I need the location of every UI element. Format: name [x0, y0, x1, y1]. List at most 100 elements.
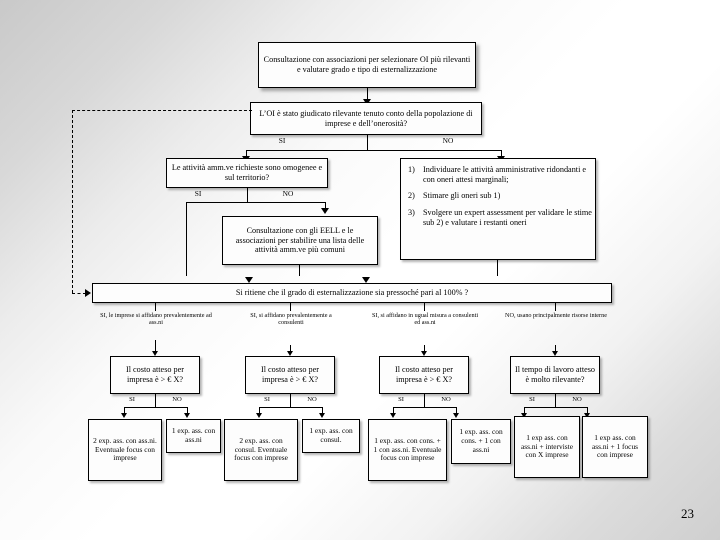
list-item-text: Individuare le attività amministrative r… — [423, 165, 587, 184]
split-left-costo-3 — [393, 407, 394, 415]
split-stem-costo-2 — [290, 394, 291, 407]
arrow-costo-1-si — [121, 413, 127, 418]
split-right-costo-2 — [322, 407, 323, 415]
node-outcome-4: 1 exp. ass. con consul. — [302, 419, 360, 453]
node-outcome-8-text: 1 exp ass. con ass.ni + 1 focus con impr… — [591, 432, 639, 460]
split-stem-oi — [367, 135, 368, 150]
branch-label-3: SI, si affidano in ugual misura a consul… — [371, 312, 479, 327]
split-stem-attivita — [247, 188, 248, 202]
arrow-costo-3-si — [390, 413, 396, 418]
arrow-branch-3 — [421, 351, 427, 356]
node-outcome-5-text: 1 exp. ass. con cons. + 1 con ass.ni. Ev… — [373, 435, 442, 463]
node-outcome-8: 1 exp ass. con ass.ni + 1 focus con impr… — [582, 416, 648, 478]
arrow-branch-1 — [152, 351, 158, 356]
node-attivita-omogenee-text: Le attività amm.ve richieste sono omogen… — [171, 163, 323, 182]
node-outcome-1-text: 2 exp. ass. con ass.ni. Eventuale focus … — [93, 435, 157, 463]
branch-label-1: SI, le imprese si affidano prevalentemen… — [100, 312, 212, 327]
node-outcome-3-text: 2 exp. ass. con consul. Eventuale focus … — [234, 435, 288, 463]
label-costo-2-si: SI — [264, 396, 270, 403]
arrow-dashed-loop — [85, 289, 91, 297]
branch-label-2: SI, si affidano prevalentemente a consul… — [250, 312, 332, 327]
node-consultazione-eell: Consultazione con gli EELL e le associaz… — [222, 216, 378, 265]
label-oi-si: SI — [278, 136, 286, 145]
node-outcome-6-text: 1 exp. ass. con cons. + 1 con ass.ni — [459, 427, 503, 454]
split-bar-costo-2 — [259, 407, 322, 408]
split-right-tempo-4 — [587, 407, 588, 415]
label-costo-1-no: NO — [172, 396, 182, 403]
branch-stem-1 — [155, 303, 156, 311]
arrow-attivita-no — [321, 208, 329, 214]
node-oi-rilevante: L’OI è stato giudicato rilevante tenuto … — [250, 102, 482, 135]
arrow-tempo-4-no — [584, 413, 590, 418]
list-item: 1) Individuare le attività amministrativ… — [408, 165, 592, 184]
label-attivita-no: NO — [282, 189, 294, 198]
split-stem-tempo-4 — [555, 394, 556, 407]
page-number: 23 — [681, 506, 694, 521]
list-item: 3) Svolgere un expert assessment per val… — [408, 208, 592, 227]
label-tempo-4-si: SI — [529, 396, 535, 403]
label-costo-1-si: SI — [129, 396, 135, 403]
node-outcome-2: 1 exp. ass. con ass.ni — [166, 419, 221, 453]
split-left-costo-2 — [259, 407, 260, 415]
branch-label-4: NO, usano principalmente risorse interne — [505, 312, 607, 319]
branch-stem-3b — [424, 345, 425, 354]
arrow-costo-2-si — [256, 413, 262, 418]
node-outcome-1: 2 exp. ass. con ass.ni. Eventuale focus … — [88, 419, 162, 481]
split-bar-tempo-4 — [524, 407, 587, 408]
split-bar-costo-3 — [393, 407, 456, 408]
node-azioni-no: 1) Individuare le attività amministrativ… — [400, 158, 596, 260]
split-right-costo-1 — [187, 407, 188, 415]
node-costo-1: Il costo atteso per impresa è > € X? — [110, 356, 200, 394]
node-outcome-3: 2 exp. ass. con consul. Eventuale focus … — [224, 419, 298, 481]
connector-azioni-down — [497, 260, 498, 276]
dashed-loop-top — [72, 110, 252, 111]
node-costo-3-text: Il costo atteso per impresa è > € X? — [395, 365, 453, 384]
branch-stem-4b — [555, 345, 556, 354]
label-costo-3-si: SI — [398, 396, 404, 403]
split-left-drop-oi — [246, 150, 247, 159]
node-outcome-5: 1 exp. ass. con cons. + 1 con ass.ni. Ev… — [368, 419, 447, 481]
split-stem-costo-3 — [424, 394, 425, 407]
arrow-costo-3-no — [453, 413, 459, 418]
branch-stem-2 — [290, 303, 291, 311]
split-stem-costo-1 — [155, 394, 156, 407]
node-consultazione-oi: Consultazione con associazioni per selez… — [258, 42, 476, 88]
branch-stem-3 — [424, 303, 425, 311]
arrow-costo-2-no — [319, 413, 325, 418]
arrow-branch-4 — [552, 351, 558, 356]
arrow-branch-2 — [287, 351, 293, 356]
node-outcome-2-text: 1 exp. ass. con ass.ni — [171, 426, 216, 444]
node-oi-rilevante-text: L’OI è stato giudicato rilevante tenuto … — [259, 108, 473, 128]
node-grado-esternalizzazione: Si ritiene che il grado di esternalizzaz… — [92, 283, 612, 303]
split-left-tempo-4 — [524, 407, 525, 415]
azioni-no-list: 1) Individuare le attività amministrativ… — [404, 165, 592, 234]
split-left-costo-1 — [124, 407, 125, 415]
split-bar-attivita — [186, 202, 325, 203]
split-bar-costo-1 — [124, 407, 187, 408]
node-consultazione-oi-text: Consultazione con associazioni per selez… — [263, 55, 471, 74]
split-right-drop-attivita — [325, 202, 326, 211]
node-costo-2: Il costo atteso per impresa è > € X? — [245, 356, 335, 394]
connector-eell-down — [299, 265, 300, 276]
node-tempo-4-text: Il tempo di lavoro atteso è molto rileva… — [514, 365, 596, 384]
split-left-drop-attivita — [186, 202, 187, 276]
arrow-eell-to-bar — [245, 277, 253, 283]
list-item-text: Svolgere un expert assessment per valida… — [423, 208, 592, 227]
arrow-azioni-to-bar — [362, 277, 370, 283]
node-consultazione-eell-text: Consultazione con gli EELL e le associaz… — [235, 225, 365, 255]
label-tempo-4-no: NO — [572, 396, 582, 403]
node-tempo-4: Il tempo di lavoro atteso è molto rileva… — [510, 356, 600, 394]
node-costo-1-text: Il costo atteso per impresa è > € X? — [126, 365, 184, 384]
split-right-drop-oi — [501, 150, 502, 159]
node-outcome-6: 1 exp. ass. con cons. + 1 con ass.ni — [451, 419, 511, 464]
connector-start-to-oi — [367, 88, 368, 102]
label-oi-no: NO — [442, 136, 454, 145]
node-outcome-7: 1 exp ass. con ass.ni + interviste con X… — [514, 416, 580, 478]
split-right-costo-3 — [456, 407, 457, 415]
node-costo-3: Il costo atteso per impresa è > € X? — [379, 356, 469, 394]
list-item: 2) Stimare gli oneri sub 1) — [408, 191, 592, 201]
dashed-loop-bottom — [72, 293, 86, 294]
list-item-number: 2) — [408, 191, 415, 201]
node-outcome-7-text: 1 exp ass. con ass.ni + interviste con X… — [521, 432, 573, 460]
